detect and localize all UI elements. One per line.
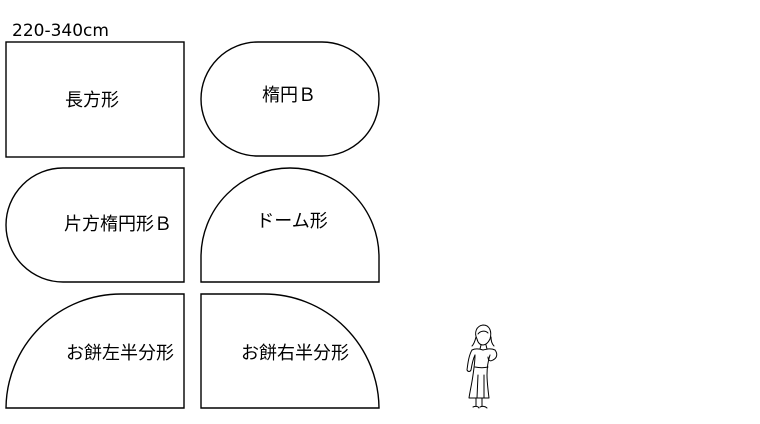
- shape-mochi-right-half: お餅右半分形: [200, 293, 380, 409]
- dome-label: ドーム形: [256, 211, 327, 232]
- rectangle-label: 長方形: [65, 90, 119, 111]
- shape-dome: ドーム形: [200, 167, 380, 283]
- shape-ellipse-b: 楕円Ｂ: [200, 41, 380, 157]
- size-range-label: 220-340cm: [12, 21, 109, 41]
- mochi-right-half-label: お餅右半分形: [241, 343, 349, 364]
- mochi-right-half-outline: [200, 293, 380, 409]
- shape-mochi-left-half: お餅左半分形: [5, 293, 185, 409]
- shape-rectangle: 長方形: [5, 41, 185, 158]
- ellipse-b-label: 楕円Ｂ: [262, 85, 316, 106]
- human-scale-figure: [466, 324, 498, 409]
- half-ellipse-b-label: 片方楕円形Ｂ: [64, 214, 172, 235]
- dome-outline: [200, 167, 380, 283]
- mochi-left-half-label: お餅左半分形: [66, 343, 174, 364]
- shape-half-ellipse-b: 片方楕円形Ｂ: [5, 167, 185, 283]
- half-ellipse-b-outline: [5, 167, 185, 283]
- ellipse-b-outline: [200, 41, 380, 157]
- mochi-left-half-outline: [5, 293, 185, 409]
- rectangle-outline: [5, 41, 185, 158]
